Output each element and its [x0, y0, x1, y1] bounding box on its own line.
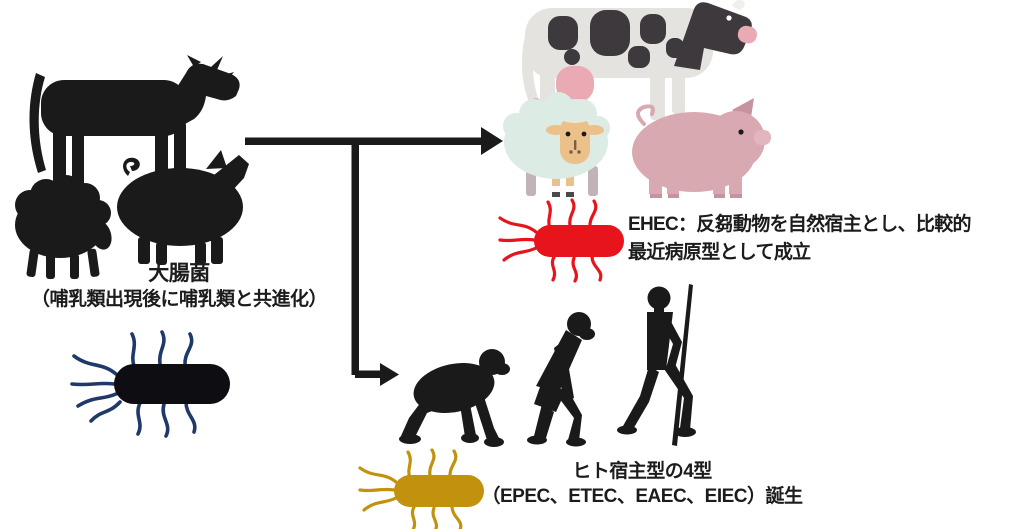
cow-nose	[737, 25, 757, 44]
bacterium-body	[394, 475, 484, 507]
ehec-caption: EHEC：反芻動物を自然宿主とし、比較的 最近病原型として成立	[628, 211, 971, 267]
cow-sheep-pig-color-icon	[503, 0, 771, 198]
left-group-caption-line2: （哺乳類出現後に哺乳類と共進化）	[30, 289, 328, 310]
cow-head	[674, 2, 752, 70]
cow-horn	[732, 0, 745, 10]
pig-silhouette-tail	[123, 157, 140, 176]
cow-silhouette-body	[41, 80, 187, 136]
cow-silhouette-tail	[29, 73, 46, 173]
left-group-caption-line1: 大腸菌	[148, 262, 210, 285]
cow-sheep-pig-silhouette-icon	[15, 55, 249, 279]
pig-eye	[738, 129, 744, 135]
ancestral-bacterium-icon	[70, 330, 230, 438]
pig-tail	[636, 104, 655, 126]
sheep-silhouette-head	[90, 220, 112, 250]
cow-udder	[556, 66, 594, 102]
human-branch-caption: ヒト宿主型の4型 （EPEC、ETEC、EAEC、EIEC）誕生	[448, 459, 836, 509]
ehec-caption-line1: EHEC：反芻動物を自然宿主とし、比較的	[628, 214, 971, 235]
ehec-caption-line2: 最近病原型として成立	[628, 242, 811, 263]
ehec-bacterium-icon	[498, 198, 624, 283]
ape-silhouette	[399, 349, 510, 447]
cow-silhouette-head	[158, 63, 240, 129]
bacterium-body	[114, 364, 230, 404]
bacterium-body	[534, 225, 624, 257]
ape-to-human-evolution-icon	[399, 284, 696, 447]
pig-snout	[754, 130, 771, 145]
human-host-bacterium-icon	[358, 448, 484, 529]
color-sheep	[503, 92, 610, 197]
color-pig	[632, 98, 771, 198]
human-branch-caption-line2: （EPEC、ETEC、EAEC、EIEC）誕生	[481, 486, 803, 507]
human-silhouette	[617, 284, 696, 446]
human-branch-caption-line1: ヒト宿主型の4型	[572, 461, 712, 482]
cow-ear	[693, 28, 715, 44]
cow-eye	[726, 15, 732, 21]
hominid-silhouette	[527, 312, 595, 447]
pig-silhouette-head	[214, 155, 249, 193]
pig-silhouette-body	[117, 168, 243, 246]
sheep-head-wool	[554, 99, 596, 123]
pig-head	[707, 111, 765, 169]
